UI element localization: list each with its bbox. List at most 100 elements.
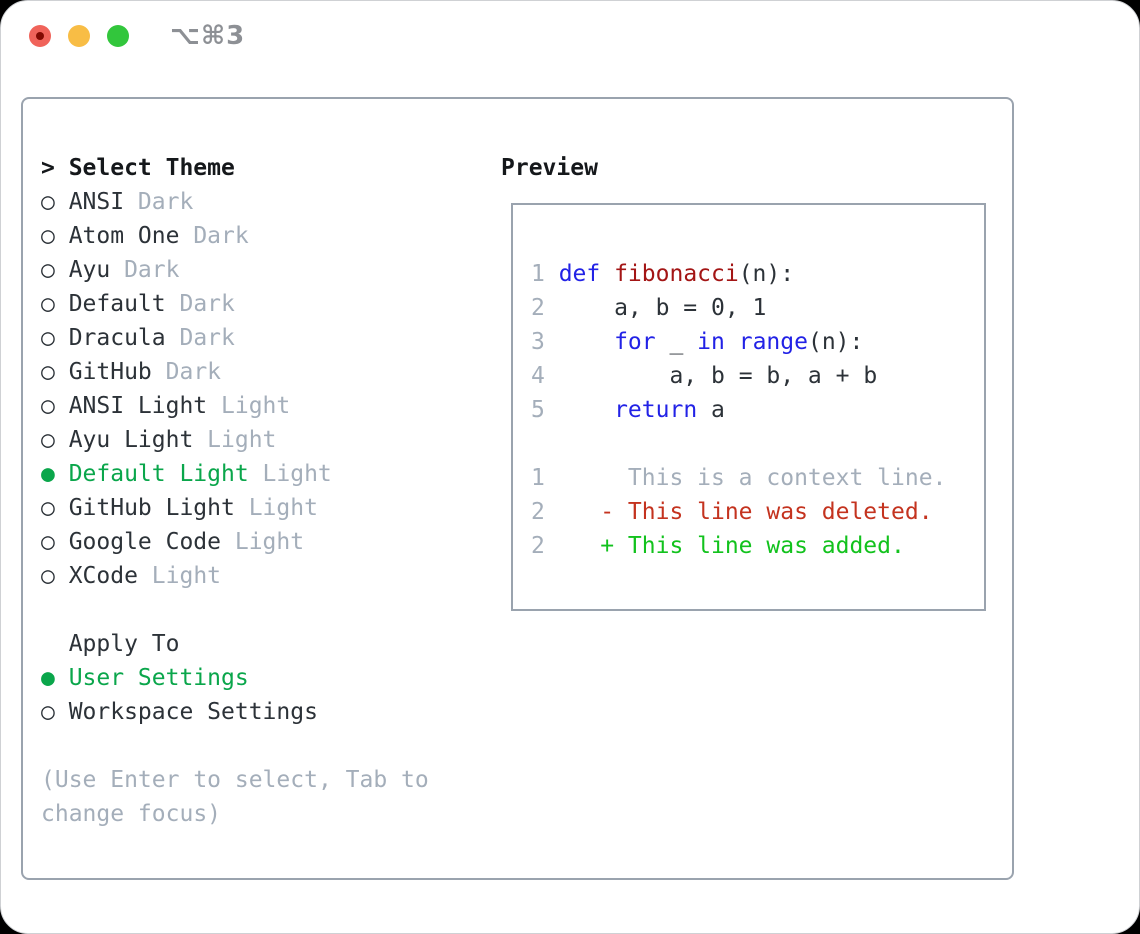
theme-option-name: Ayu Light	[68, 427, 194, 453]
theme-option-ansi-light[interactable]: ○ ANSI Light Light	[41, 389, 501, 423]
theme-option-tag: Dark	[179, 325, 235, 351]
radio-icon: ○	[41, 529, 55, 555]
apply-option-label: Workspace Settings	[68, 699, 318, 725]
theme-option-default[interactable]: ○ Default Dark	[41, 287, 501, 321]
code-content: a, b = b, a + b	[558, 363, 878, 389]
code-content: for _ in range(n):	[614, 329, 864, 355]
apply-option-label: User Settings	[68, 665, 249, 691]
theme-option-default-light[interactable]: ● Default Light Light	[41, 457, 501, 491]
line-number: 2	[531, 499, 545, 525]
theme-option-name: Default Light	[68, 461, 249, 487]
theme-option-atom-one[interactable]: ○ Atom One Dark	[41, 219, 501, 253]
diff-marker: -	[600, 499, 615, 525]
apply-to-section: Apply To ● User Settings ○ Workspace Settin…	[41, 627, 501, 729]
theme-option-github-light[interactable]: ○ GitHub Light Light	[41, 491, 501, 525]
diff-text: This line was deleted.	[627, 499, 933, 525]
code-line: 1 def fibonacci(n):	[531, 257, 984, 291]
radio-icon: ○	[41, 563, 55, 589]
code-content: def fibonacci(n):	[558, 261, 795, 287]
line-number: 5	[531, 397, 545, 423]
theme-option-name: Default	[68, 291, 166, 317]
theme-option-tag: Dark	[193, 223, 249, 249]
radio-icon: ○	[41, 393, 55, 419]
code-line: 3 for _ in range(n):	[531, 325, 984, 359]
theme-option-tag: Dark	[137, 189, 194, 215]
theme-option-tag: Light	[151, 563, 222, 589]
radio-icon: ○	[41, 189, 55, 215]
theme-option-xcode[interactable]: ○ XCode Light	[41, 559, 501, 593]
maximize-button[interactable]	[107, 25, 129, 47]
apply-option-workspace-settings[interactable]: ○ Workspace Settings	[41, 695, 501, 729]
radio-icon: ●	[41, 665, 55, 691]
diff-text: This line was added.	[627, 533, 905, 559]
theme-option-name: GitHub Light	[68, 495, 235, 521]
theme-option-name: Atom One	[68, 223, 180, 249]
diff-line: 2 -This line was deleted.	[531, 495, 984, 529]
theme-option-tag: Dark	[165, 359, 222, 385]
apply-option-list: ● User Settings ○ Workspace Settings	[41, 661, 501, 729]
diff-line: 1 This is a context line.	[531, 461, 984, 495]
theme-option-tag: Dark	[124, 257, 180, 283]
diff-text: This is a context line.	[627, 465, 947, 491]
radio-icon: ○	[41, 325, 55, 351]
radio-icon: ○	[41, 495, 55, 521]
titlebar: ⌥⌘3	[1, 1, 1139, 71]
theme-option-dracula[interactable]: ○ Dracula Dark	[41, 321, 501, 355]
code-content: a, b = 0, 1	[558, 295, 767, 321]
line-number: 2	[531, 295, 545, 321]
apply-to-heading: Apply To	[41, 627, 501, 661]
diff-line: 2+This line was added.	[531, 529, 984, 563]
diff-marker	[600, 461, 614, 495]
keyboard-shortcut-label: ⌥⌘3	[170, 21, 246, 51]
theme-option-ayu-light[interactable]: ○ Ayu Light Light	[41, 423, 501, 457]
theme-option-tag: Light	[207, 427, 277, 453]
theme-option-name: Ayu	[68, 257, 111, 283]
theme-option-name: ANSI Light	[68, 393, 208, 419]
line-number: 1	[531, 261, 545, 287]
code-content: return a	[614, 397, 725, 423]
theme-option-tag: Light	[221, 393, 291, 419]
close-button[interactable]	[29, 25, 51, 47]
theme-option-name: Dracula	[68, 325, 166, 351]
code-line: 4 a, b = b, a + b	[531, 359, 984, 393]
radio-icon: ○	[41, 699, 55, 725]
theme-option-tag: Light	[234, 529, 305, 555]
theme-option-name: XCode	[68, 563, 138, 589]
diff-marker: +	[600, 533, 615, 559]
code-line: 5 return a	[531, 393, 984, 427]
theme-option-tag: Light	[262, 461, 332, 487]
close-button-dot-icon	[36, 32, 44, 40]
theme-option-ansi[interactable]: ○ ANSI Dark	[41, 185, 501, 219]
theme-option-tag: Light	[248, 495, 318, 521]
preview-heading: Preview	[501, 155, 598, 181]
apply-option-user-settings[interactable]: ● User Settings	[41, 661, 501, 695]
theme-option-name: Google Code	[68, 529, 222, 555]
select-theme-heading-label: Select Theme	[68, 155, 235, 181]
select-theme-heading: > Select Theme	[41, 151, 501, 185]
theme-option-name: ANSI	[68, 189, 125, 215]
line-number: 3	[531, 329, 545, 355]
radio-icon: ○	[41, 427, 55, 453]
code-line: 2 a, b = 0, 1	[531, 291, 984, 325]
theme-option-google-code[interactable]: ○ Google Code Light	[41, 525, 501, 559]
radio-icon: ○	[41, 257, 55, 283]
radio-icon: ●	[41, 461, 55, 487]
radio-icon: ○	[41, 223, 55, 249]
help-text: (Use Enter to select, Tab to change focu…	[41, 767, 443, 827]
minimize-button[interactable]	[68, 25, 90, 47]
theme-option-ayu[interactable]: ○ Ayu Dark	[41, 253, 501, 287]
radio-icon: ○	[41, 291, 55, 317]
radio-icon: ○	[41, 359, 55, 385]
line-number: 1	[531, 465, 545, 491]
theme-option-tag: Dark	[179, 291, 235, 317]
diff-sample: 1 This is a context line. 2 -This line was…	[531, 461, 984, 563]
focus-cursor-icon: >	[41, 155, 55, 181]
line-number: 4	[531, 363, 545, 389]
